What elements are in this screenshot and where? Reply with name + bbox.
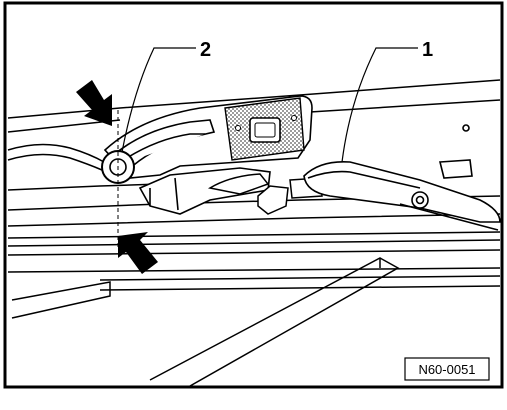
mounting-plate xyxy=(224,97,305,161)
reference-code: N60-0051 xyxy=(418,362,475,377)
reference-code-box: N60-0051 xyxy=(404,357,490,381)
cable xyxy=(7,143,105,171)
callout-leaders xyxy=(121,47,418,163)
roof-frame-lines xyxy=(7,79,501,387)
arrow-bottom-icon xyxy=(118,232,158,274)
arrow-top-icon xyxy=(76,80,112,126)
callout-label-2: 2 xyxy=(200,39,211,61)
clip-block xyxy=(207,173,323,215)
pliers-tool xyxy=(303,124,501,231)
callout-label-1: 1 xyxy=(422,39,433,61)
